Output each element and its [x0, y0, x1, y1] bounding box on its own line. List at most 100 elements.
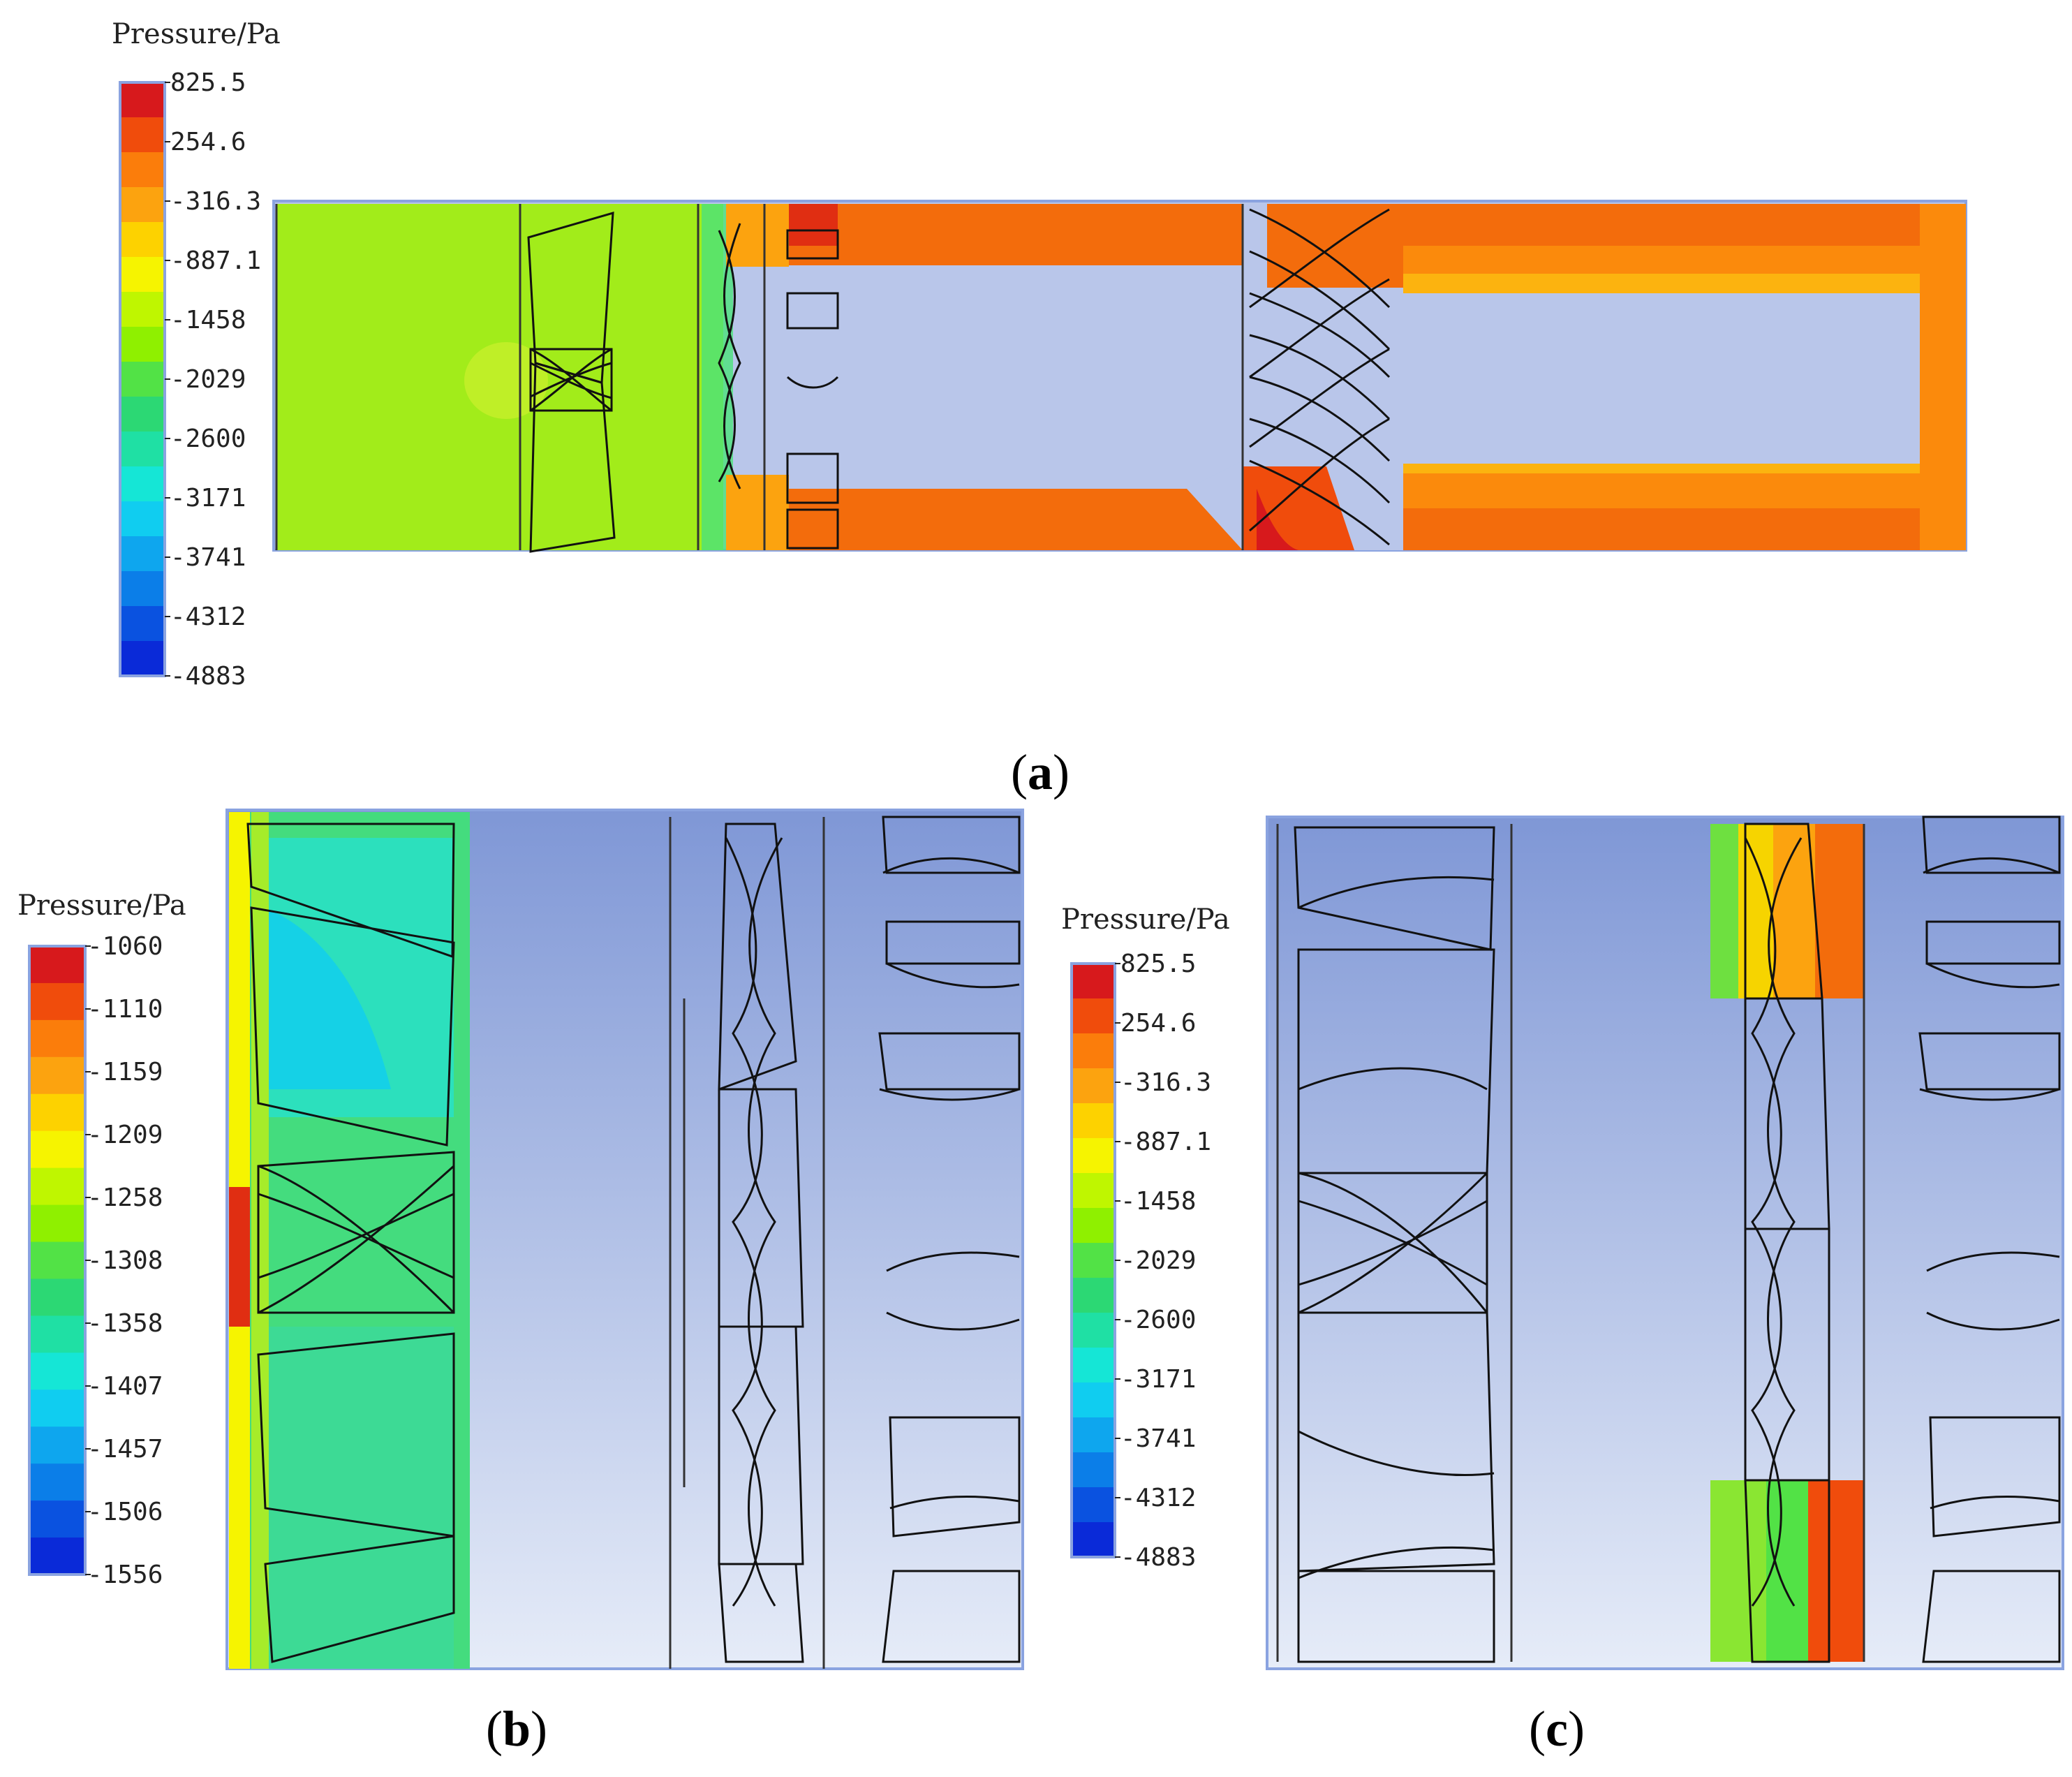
colorbar-tick-label: -2029: [1120, 1246, 1196, 1275]
colorbar-segment: [1072, 1382, 1115, 1418]
colorbar-tick-label: -1258: [87, 1184, 163, 1212]
colorbar-segment: [120, 432, 165, 467]
panel-c: Pressure/Pa 825.5254.6-316.3-887.1-1458-…: [1061, 816, 2064, 1670]
colorbar-tick-label: -3741: [170, 543, 246, 572]
colorbar-segment: [1072, 1068, 1115, 1104]
colorbar-segment: [1072, 1522, 1115, 1558]
colorbar-tick-label: -4312: [170, 603, 246, 631]
colorbar-segment: [29, 1093, 85, 1132]
colorbar-tick-label: -2600: [170, 425, 246, 453]
colorbar-tick-label: 254.6: [1120, 1009, 1196, 1038]
colorbar-segment: [1072, 998, 1115, 1034]
legend-title-b: Pressure/Pa: [17, 890, 186, 922]
colorbar-segment: [29, 1426, 85, 1464]
colorbar-segment: [1072, 1173, 1115, 1209]
colorbar-tick-label: -3741: [1120, 1424, 1196, 1453]
colorbar-segment: [1072, 1313, 1115, 1348]
colorbar-segment: [120, 292, 165, 327]
domain-frame-c: [1266, 816, 2064, 1670]
stator-top-green-c: [1710, 824, 1738, 998]
colorbar-tick-label: -887.1: [1120, 1128, 1211, 1156]
lower-green-b: [265, 1327, 454, 1669]
hot-spot-top: [789, 204, 838, 246]
colorbar-segment: [120, 641, 165, 677]
rotor-top-red: [1267, 204, 1403, 288]
stator-bottom-green-c: [1766, 1480, 1808, 1662]
colorbar-segment: [120, 187, 165, 223]
panel-label-b: (b): [486, 1701, 547, 1757]
outlet-bottom-band: [1403, 508, 1920, 550]
colorbar-segment: [120, 571, 165, 607]
stator-top-red-c: [1815, 824, 1864, 998]
stator-top-yellow-c: [1738, 824, 1773, 998]
colorbar-b: -1060-1110-1159-1209-1258-1308-1358-1407…: [28, 932, 163, 1589]
colorbar-segment: [120, 362, 165, 397]
colorbar-tick-label: -1308: [87, 1246, 163, 1275]
stator-top-orange: [726, 204, 796, 267]
colorbar-segment: [29, 1278, 85, 1317]
upper-duct-a: [789, 204, 1243, 265]
panel-label-c: (c): [1529, 1701, 1585, 1757]
legend-title-a: Pressure/Pa: [112, 18, 281, 50]
colorbar-tick-label: -3171: [170, 484, 246, 513]
colorbar-segment: [1072, 1243, 1115, 1278]
colorbar-segment: [29, 946, 85, 984]
red-edge-b: [229, 1187, 250, 1327]
colorbar-tick-label: -3171: [1120, 1365, 1196, 1394]
colorbar-tick-label: -2029: [170, 365, 246, 394]
colorbar-segment: [1072, 1278, 1115, 1313]
colorbar-segment: [120, 327, 165, 362]
colorbar-segment: [120, 397, 165, 432]
hub-a: [789, 265, 1243, 489]
colorbar-segment: [29, 1389, 85, 1427]
colorbar-segment: [29, 1463, 85, 1501]
colorbar-tick-label: -1159: [87, 1058, 163, 1086]
colorbar-segment: [29, 1538, 85, 1575]
colorbar-tick-label: 825.5: [170, 68, 246, 97]
colorbar-segment: [29, 1204, 85, 1243]
colorbar-segment: [1072, 1033, 1115, 1069]
blades-c: [1294, 816, 2061, 1663]
colorbar-tick-label: -1358: [87, 1309, 163, 1338]
legend-title-c: Pressure/Pa: [1061, 904, 1230, 936]
colorbar-tick-label: -1506: [87, 1498, 163, 1526]
colorbar-segment: [1072, 1487, 1115, 1523]
outlet-top-band: [1403, 204, 1920, 246]
colorbar-segment: [120, 257, 165, 293]
colorbar-segment: [1072, 1103, 1115, 1139]
colorbar-segment: [29, 1167, 85, 1206]
lower-duct-a: [789, 489, 1243, 550]
colorbar-c: 825.5254.6-316.3-887.1-1458-2029-2600-31…: [1070, 950, 1211, 1572]
colorbar-tick-label: -4883: [1120, 1543, 1196, 1572]
colorbar-tick-label: 825.5: [1120, 950, 1196, 978]
colorbar-segment: [120, 536, 165, 572]
colorbar-tick-label: -316.3: [170, 187, 261, 216]
colorbar-segment: [120, 466, 165, 502]
panel-b: Pressure/Pa -1060-1110-1159-1209-1258-13…: [17, 809, 1024, 1670]
colorbar-segment: [1072, 1452, 1115, 1488]
inlet-high-spot: [464, 342, 548, 419]
colorbar-segment: [29, 1501, 85, 1538]
colorbar-segment: [29, 982, 85, 1021]
colorbar-tick-label: -1556: [87, 1561, 163, 1589]
colorbar-tick-label: 254.6: [170, 128, 246, 156]
colorbar-segment: [120, 222, 165, 258]
colorbar-segment: [1072, 964, 1115, 999]
colorbar-segment: [29, 1241, 85, 1280]
blades-b: [246, 816, 1021, 1663]
colorbar-segment: [29, 1019, 85, 1058]
colorbar-segment: [29, 1315, 85, 1353]
colorbar-segment: [29, 1352, 85, 1390]
colorbar-segment: [1072, 1417, 1115, 1453]
colorbar-tick-label: -887.1: [170, 246, 261, 275]
outlet-core-a: [1389, 293, 1920, 464]
colorbar-tick-label: -1110: [87, 995, 163, 1024]
colorbar-segment: [120, 82, 165, 118]
colorbar-tick-label: -1458: [170, 306, 246, 334]
stator-bottom-red-c: [1808, 1480, 1864, 1662]
panel-a: Pressure/Pa 825.5 254.6 -316.3 -887.1 -1458 -…: [112, 18, 1967, 691]
colorbar-segment: [120, 606, 165, 642]
lime-edge-b: [251, 812, 269, 1669]
colorbar-segment: [1072, 1208, 1115, 1244]
